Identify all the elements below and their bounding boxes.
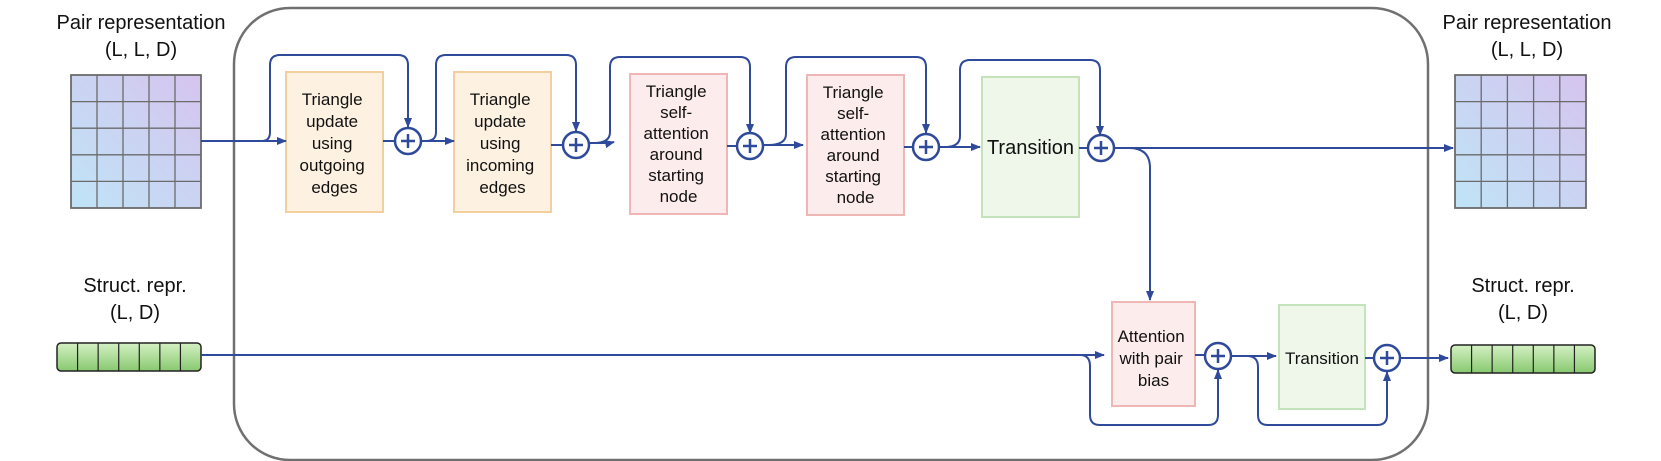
block-triangle-attention-starting-node-2: Triangle self- attention around starting… (806, 74, 905, 216)
block-triangle-update-outgoing: Triangle update using outgoing edges (285, 71, 384, 213)
output-pair-shape: (L, L, D) (1491, 39, 1563, 61)
pair-representation-grid-icon (70, 74, 202, 209)
svg-text:Attention with pair: Attention with pair bias (1118, 327, 1190, 390)
pair-representation-grid-icon (1454, 74, 1587, 209)
connectors (201, 54, 1454, 426)
svg-text:Triangle update us: Triangle update using incoming edges (466, 90, 539, 197)
output-pair-label: Pair representation (L, L, D) (1443, 12, 1612, 61)
input-pair-label: Pair representation (L, L, D) (57, 12, 226, 61)
struct-representation-strip-icon (1450, 344, 1596, 374)
svg-text:Triangle self- att: Triangle self- attention around starting… (821, 83, 891, 207)
input-struct-shape: (L, D) (110, 302, 160, 324)
svg-text:Triangle update us: Triangle update using outgoing edges (300, 90, 370, 197)
output-struct-shape: (L, D) (1498, 302, 1548, 324)
output-struct-title: Struct. repr. (1471, 275, 1574, 297)
residual-skip-4 (767, 56, 930, 146)
input-pair-shape: (L, L, D) (105, 39, 177, 61)
struct-representation-strip-icon (56, 342, 202, 372)
block-transition-struct: Transition (1278, 304, 1366, 410)
circle-plus-icon (1372, 343, 1402, 373)
input-pair-title: Pair representation (57, 12, 226, 34)
circle-plus-icon (735, 131, 765, 161)
circle-plus-icon (393, 126, 423, 156)
block-transition-pair: Transition (981, 76, 1080, 218)
residual-skip-struct-2 (1246, 355, 1391, 426)
residual-skip-5 (944, 59, 1104, 148)
svg-text:Transition: Transition (1285, 349, 1359, 368)
output-struct-label: Struct. repr. (L, D) (1471, 275, 1574, 324)
block-triangle-attention-starting-node-1: Triangle self- attention around starting… (629, 73, 728, 215)
circle-plus-icon (1086, 133, 1116, 163)
residual-skip-1 (261, 54, 412, 142)
residual-skip-struct-1 (1079, 354, 1222, 426)
pairformer-block-container (232, 6, 1430, 461)
input-struct-label: Struct. repr. (L, D) (83, 275, 186, 324)
circle-plus-icon (911, 132, 941, 162)
add-nodes (393, 126, 1402, 373)
output-pair-title: Pair representation (1443, 12, 1612, 34)
svg-text:Triangle self- att: Triangle self- attention around starting… (644, 82, 714, 206)
block-attention-pair-bias: Attention with pair bias (1111, 301, 1196, 407)
residual-skip-2 (425, 54, 580, 142)
circle-plus-icon (1203, 341, 1233, 371)
svg-text:Transition: Transition (987, 137, 1074, 159)
circle-plus-icon (561, 130, 591, 160)
arrow-pair-to-attention-bias (1128, 147, 1154, 301)
residual-skip-3 (593, 56, 754, 144)
input-struct-title: Struct. repr. (83, 275, 186, 297)
block-triangle-update-incoming: Triangle update using incoming edges (453, 71, 552, 213)
